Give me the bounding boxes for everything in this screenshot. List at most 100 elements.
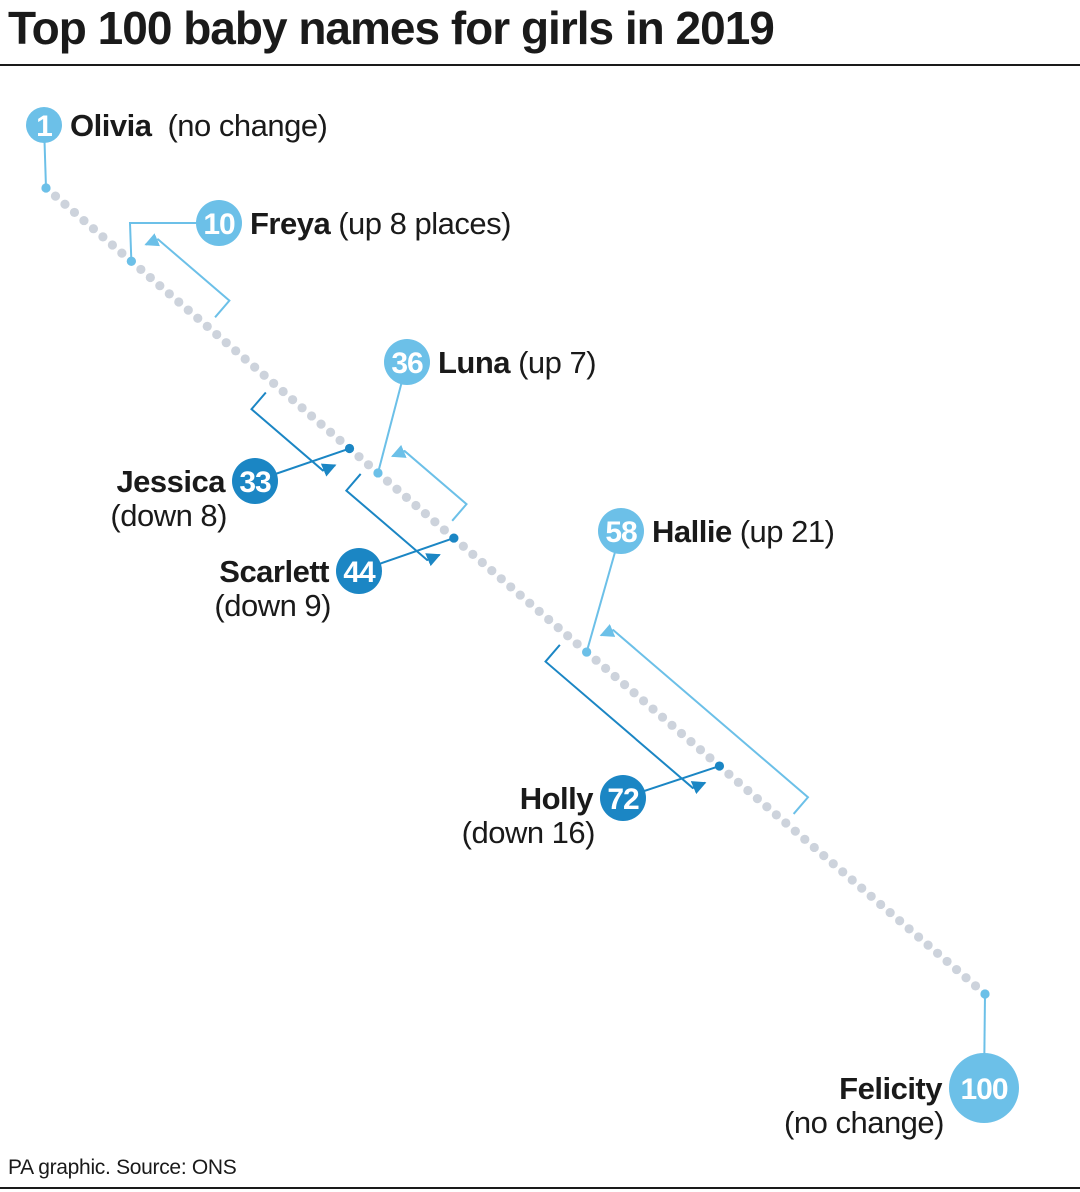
rank-dot [904,924,914,934]
rank-dot [629,688,639,698]
rank-dot [297,403,307,413]
rank-dot [306,411,317,421]
rank-dot [288,395,298,405]
rank-dot [202,321,212,332]
change-arrow-luna [391,444,468,522]
source-note: PA graphic. Source: ONS [8,1156,237,1179]
change-scarlett: (down 9) [214,588,331,623]
rank-dot [951,964,962,975]
rank-marker-olivia [41,183,51,193]
rank-badge-jessica [232,458,278,504]
rank-number-freya: 10 [203,208,235,241]
rank-marker-hallie [582,647,592,657]
rank-number-scarlett: 44 [343,556,376,589]
rank-dot [174,297,184,307]
rank-dot [619,680,630,690]
rank-dot [382,476,393,486]
name-scarlett: Scarlett [219,554,329,589]
rank-dot [610,671,620,682]
rank-dot [781,818,791,828]
rank-dot [657,712,668,722]
rank-dot [724,769,734,779]
rank-badge-luna [384,339,430,385]
rank-number-jessica: 33 [239,466,271,499]
rank-dot [857,883,867,893]
rank-dot [145,272,155,283]
change-arrows [144,233,810,815]
rank-dot [572,639,582,649]
rank-dot [269,378,279,388]
name-labels: 1 Olivia (no change) 10 Freya(up 8 places) 33… [26,107,1019,1140]
name-freya: Freya [250,206,331,241]
rank-dot [932,948,943,958]
rank-number-olivia: 1 [36,110,52,143]
change-jessica: (down 8) [110,498,227,533]
change-felicity: (no change) [784,1105,944,1140]
rank-badge-freya [196,200,242,246]
rank-dot [563,631,573,641]
name-hallie: Hallie [652,514,732,549]
name-holly: Holly [520,781,595,816]
change-arrow-holly [544,644,707,795]
rank-badge-hallie [598,508,644,554]
rank-dot [468,549,478,559]
rank-dot [487,566,497,576]
rank-dot [439,525,449,535]
rank-dot [50,191,61,201]
name-jessica: Jessica [116,464,226,499]
rank-dot [667,720,677,730]
rank-dot [762,802,772,812]
rank-marker-luna [373,468,383,478]
change-olivia: (no change) [167,108,327,143]
rank-dot [923,940,933,950]
rank-dot [525,598,535,608]
rank-dot [591,655,601,665]
rank-dot [335,435,345,445]
name-olivia: Olivia [70,108,153,143]
rank-dot [601,663,611,673]
rank-dot [914,932,924,942]
rank-dot [411,500,421,511]
rank-dot [183,305,193,315]
rank-dot [136,264,146,275]
rank-dot [477,557,487,568]
rank-dot [496,574,506,584]
rank-badge-olivia [26,107,62,143]
leader-line-freya [128,222,219,262]
rank-dot [430,517,440,527]
rank-dot [240,354,250,364]
name-label-luna: Luna(up 7) [438,345,596,380]
rank-number-luna: 36 [391,347,423,380]
rank-dots [41,183,990,999]
rank-dot [553,623,563,633]
rank-dot [885,907,895,918]
change-arrow-freya [144,233,231,318]
name-felicity: Felicity [839,1071,943,1106]
rank-dot [705,753,715,763]
name-luna: Luna [438,345,511,380]
rank-dot [60,199,70,209]
rank-dot [107,240,117,250]
rank-dot [838,867,848,877]
rank-dot [743,785,753,796]
rank-dot [866,891,876,901]
rank-dot [809,842,819,853]
rank-number-felicity: 100 [960,1073,1007,1106]
rank-dot [363,460,374,470]
change-holly: (down 16) [462,815,595,850]
rank-dot [828,859,838,869]
rank-dot [117,248,127,258]
rank-dot [420,509,430,519]
rank-marker-jessica [344,443,355,454]
rank-dot [325,427,336,437]
rank-dot [895,916,905,926]
name-label-freya: Freya(up 8 places) [250,206,511,241]
name-label-olivia: Olivia (no change) [70,108,327,143]
rank-dot [164,289,174,299]
change-arrow-scarlett [344,473,441,567]
top-rule [0,64,1080,66]
rank-dot [676,728,687,739]
rank-dot [876,899,886,910]
chart-title: Top 100 baby names for girls in 2019 [8,2,775,54]
